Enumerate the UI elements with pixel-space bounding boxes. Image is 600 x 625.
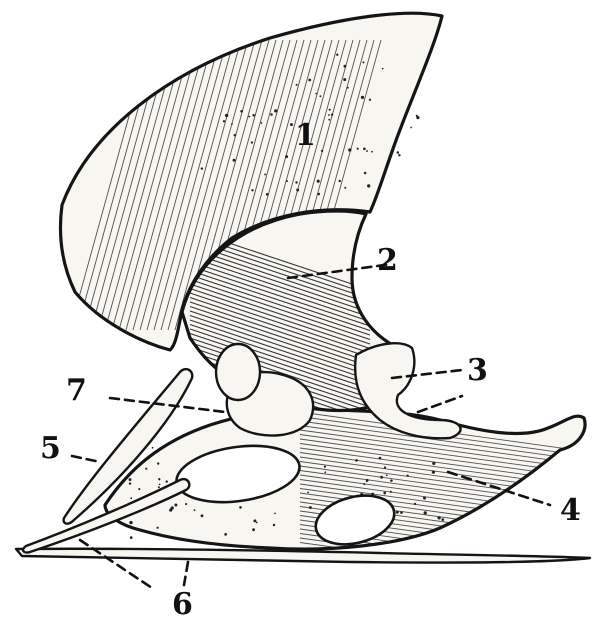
ischiopubic-foramen (314, 494, 396, 546)
prepubic-rod (62, 367, 194, 525)
femoral-condyle (214, 342, 262, 402)
label-5: 5 (40, 431, 61, 466)
pubic-rod (21, 477, 191, 554)
label-1: 1 (295, 118, 316, 153)
label-2: 2 (377, 243, 398, 278)
label-4: 4 (560, 493, 581, 528)
labels: 1 2 3 4 5 6 7 (40, 118, 581, 622)
basal-bar (14, 547, 592, 564)
leader-lines (70, 262, 552, 590)
label-7: 7 (66, 373, 87, 408)
label-6: 6 (172, 587, 193, 622)
pubic-process (353, 342, 462, 440)
label-3: 3 (467, 353, 488, 388)
